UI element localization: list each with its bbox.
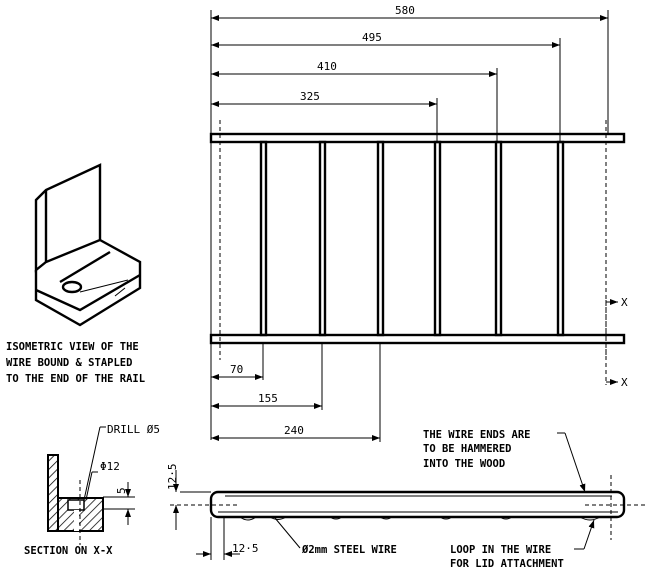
section-caption: SECTION ON X-X xyxy=(24,545,113,557)
wire-ends-note-line-3: INTO THE WOOD xyxy=(423,458,505,470)
isometric-caption-line-2: WIRE BOUND & STAPLED xyxy=(6,357,132,369)
top-rail xyxy=(209,132,626,144)
wire-ends-note-line-2: TO BE HAMMERED xyxy=(423,443,512,455)
section-marker-x-top: X xyxy=(621,296,628,309)
end-dim: 12·5 xyxy=(232,542,259,555)
plan-view: 580 495 410 325 70 155 240 X X xyxy=(209,4,628,442)
wire-label: Ø2mm STEEL WIRE xyxy=(301,544,397,556)
isometric-caption-line-1: ISOMETRIC VIEW OF THE xyxy=(6,341,139,353)
loop-note-line-1: LOOP IN THE WIRE xyxy=(450,544,551,556)
dim-410: 410 xyxy=(317,60,337,73)
section-marker-x-bottom: X xyxy=(621,376,628,389)
dim-495: 495 xyxy=(362,31,382,44)
dim-240: 240 xyxy=(284,424,304,437)
side-view: 12·5 12·5 Ø2mm STEEL WIRE THE WIRE ENDS … xyxy=(166,429,645,570)
bottom-rail xyxy=(209,333,626,345)
diameter-label: Φ12 xyxy=(100,460,120,473)
loop-note-line-2: FOR LID ATTACHMENT xyxy=(450,558,564,570)
depth-label: 5 xyxy=(115,487,128,494)
dim-580: 580 xyxy=(395,4,415,17)
wire-ends-note-line-1: THE WIRE ENDS ARE xyxy=(423,429,530,441)
dim-70: 70 xyxy=(230,363,243,376)
section-view: DRILL Ø5 Φ12 5 SECTION ON X-X xyxy=(24,423,160,557)
isometric-caption-line-3: TO THE END OF THE RAIL xyxy=(6,373,145,385)
dim-155: 155 xyxy=(258,392,278,405)
height-dim: 12·5 xyxy=(166,464,179,491)
drill-label: DRILL Ø5 xyxy=(107,423,160,436)
dim-325: 325 xyxy=(300,90,320,103)
slats xyxy=(259,140,565,337)
isometric-view: ISOMETRIC VIEW OF THE WIRE BOUND & STAPL… xyxy=(6,163,145,385)
